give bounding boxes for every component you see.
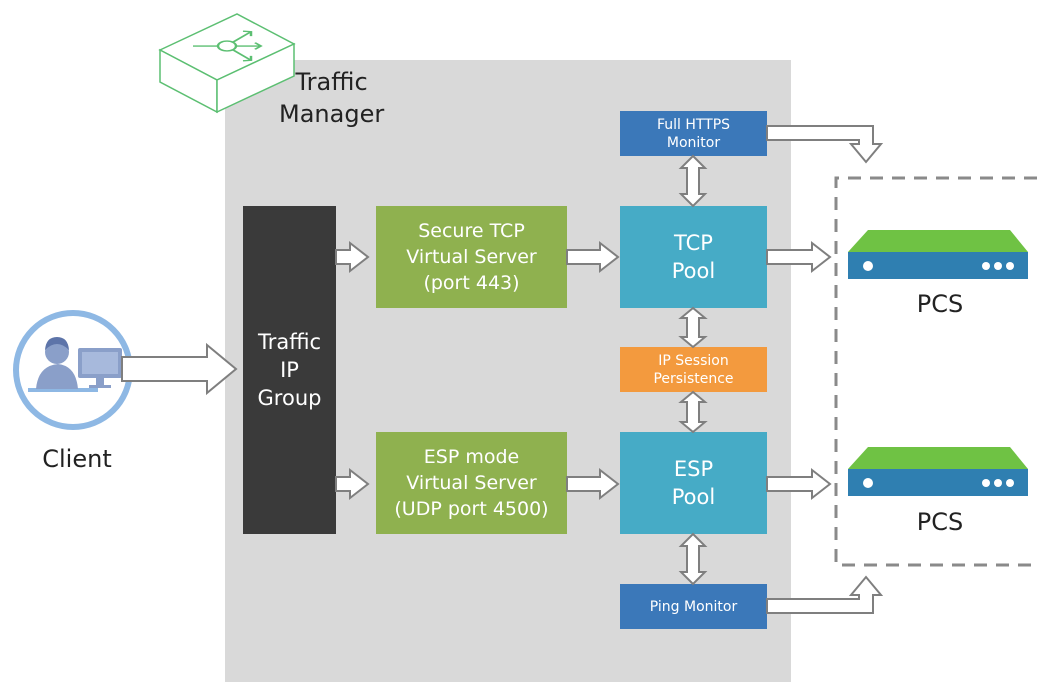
full-https-monitor: Full HTTPS Monitor	[620, 111, 767, 156]
user-computer-icon	[13, 310, 133, 430]
arrow-esp-pool-to-pcs	[766, 467, 832, 501]
full-https-monitor-label: Full HTTPS Monitor	[656, 116, 731, 151]
traffic-manager-icon	[158, 13, 296, 114]
arrow-https-monitor-tcp-pool	[678, 154, 708, 208]
server-appliance-icon	[848, 230, 1028, 279]
traffic-ip-group-label: Traffic IP Group	[257, 330, 322, 410]
arrow-tcp-pool-persistence	[678, 306, 708, 349]
ping-monitor: Ping Monitor	[620, 584, 767, 629]
arrow-ping-monitor-to-servers	[766, 575, 884, 614]
server-appliance-icon	[848, 447, 1028, 496]
secure-tcp-virtual-server-label: Secure TCP Virtual Server (port 443)	[406, 220, 537, 294]
arrow-group-to-secure-vs	[335, 240, 370, 274]
esp-pool: ESP Pool	[620, 432, 767, 534]
esp-pool-label: ESP Pool	[671, 457, 716, 509]
arrow-group-to-esp-vs	[335, 467, 370, 501]
ip-session-persistence-label: IP Session Persistence	[653, 352, 734, 387]
arrow-https-monitor-to-servers	[766, 125, 884, 164]
arrow-client-to-group	[121, 342, 238, 396]
esp-mode-virtual-server-label: ESP mode Virtual Server (UDP port 4500)	[394, 446, 549, 520]
arrow-secure-vs-to-tcp-pool	[566, 240, 620, 274]
tcp-pool: TCP Pool	[620, 206, 767, 308]
secure-tcp-virtual-server: Secure TCP Virtual Server (port 443)	[376, 206, 567, 308]
arrow-esp-pool-ping-monitor	[678, 532, 708, 586]
ip-session-persistence: IP Session Persistence	[620, 347, 767, 392]
arrow-persistence-esp-pool	[678, 390, 708, 434]
ping-monitor-label: Ping Monitor	[649, 598, 738, 615]
pcs-label-1: PCS	[916, 290, 964, 318]
client-label: Client	[42, 445, 112, 473]
pcs-label-2: PCS	[916, 508, 964, 536]
arrow-esp-vs-to-esp-pool	[566, 467, 620, 501]
tcp-pool-label: TCP Pool	[671, 231, 716, 283]
arrow-tcp-pool-to-pcs	[766, 240, 832, 274]
traffic-manager-label: Traffic Manager	[279, 68, 385, 128]
traffic-ip-group: Traffic IP Group	[243, 206, 336, 534]
esp-mode-virtual-server: ESP mode Virtual Server (UDP port 4500)	[376, 432, 567, 534]
